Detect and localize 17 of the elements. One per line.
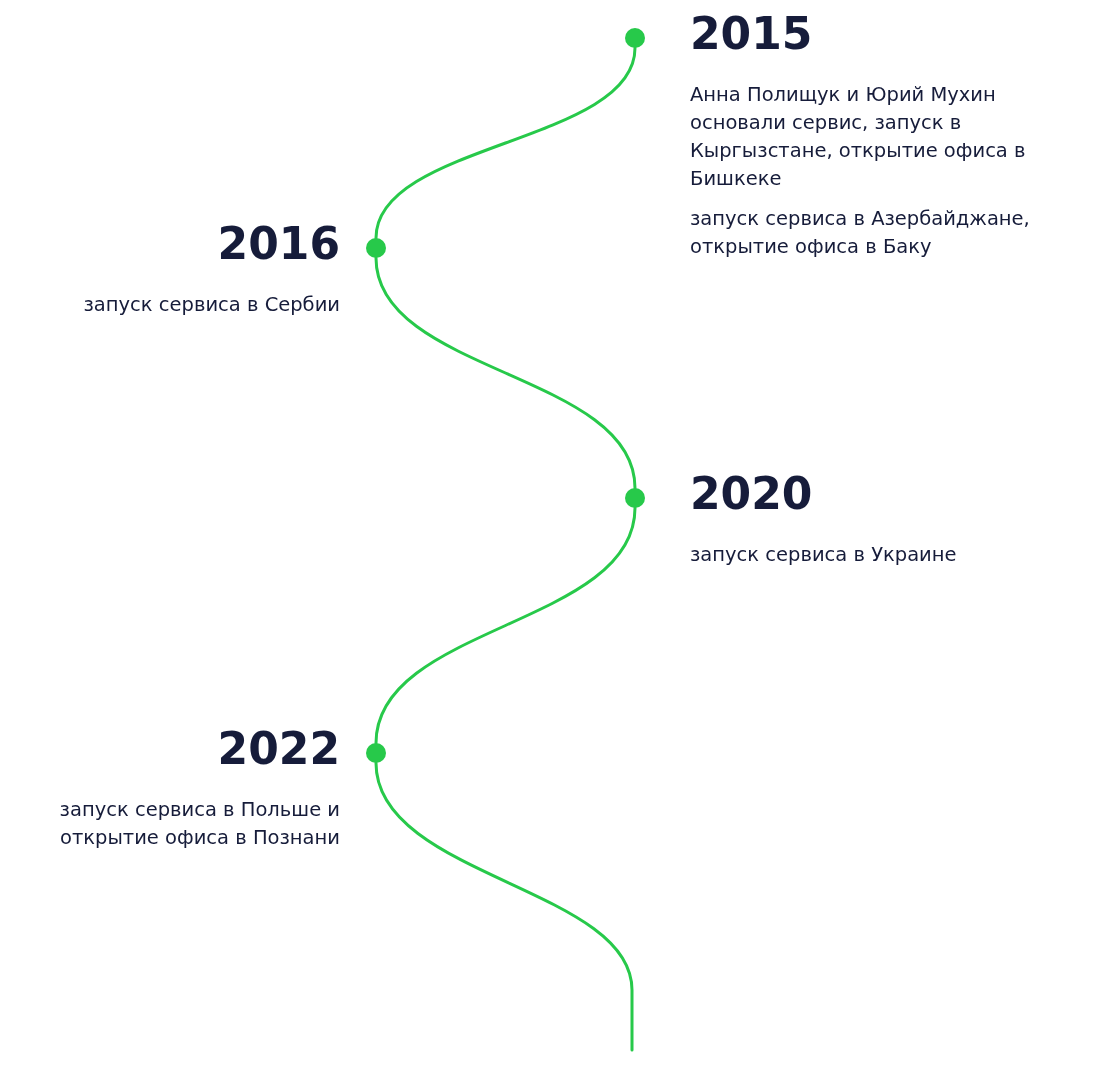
timeline-curve xyxy=(374,506,637,745)
event-description: Анна Полищук и Юрий Мухин основали сервис, запуск в Кыргызстане, открытие офиса в Бишкеке xyxy=(690,82,1027,192)
timeline-dot xyxy=(366,238,386,258)
event-description: запуск сервиса в Азербайджане, открытие офиса в Баку xyxy=(690,206,1031,260)
timeline-curve xyxy=(374,256,637,490)
timeline-curve xyxy=(374,46,637,240)
event-description: запуск сервиса в Украине xyxy=(690,542,958,568)
timeline-dot xyxy=(625,28,645,48)
year-heading: 2020 xyxy=(690,469,814,519)
timeline-dot xyxy=(366,743,386,763)
year-heading: 2016 xyxy=(216,219,340,269)
event-description: запуск сервиса в Сербии xyxy=(82,292,340,318)
year-heading: 2022 xyxy=(216,724,340,774)
year-heading: 2015 xyxy=(690,9,814,59)
timeline-curve xyxy=(374,761,634,1052)
timeline-dot xyxy=(625,488,645,508)
event-description: запуск сервиса в Польше и открытие офиса в Познани xyxy=(58,797,340,851)
